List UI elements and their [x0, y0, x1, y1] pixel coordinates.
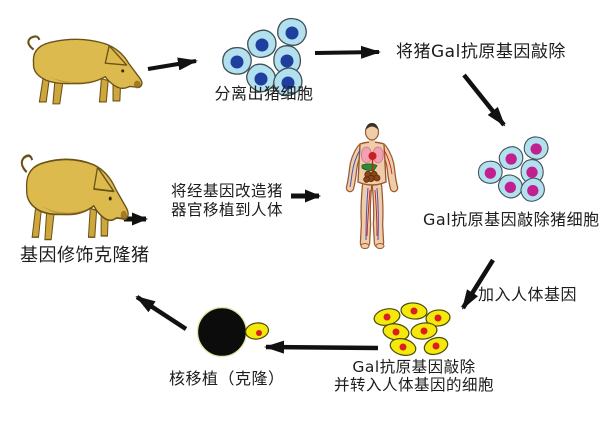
arrow-cells-to-egg: [264, 340, 379, 354]
donor-cell-icon: [244, 322, 270, 340]
label-gal-knockout-pig-cells: Gal抗原基因敲除猪细胞: [423, 210, 600, 229]
label-transplant-line2: 器官移植到人体: [170, 200, 283, 219]
transgenic-cells-icon: [373, 302, 451, 356]
label-add-human-gene: 加入人体基因: [478, 285, 578, 304]
arrow-egg-to-clone-pig: [135, 295, 188, 331]
label-isolated-pig-cells: 分离出猪细胞: [214, 84, 314, 103]
organs: [349, 146, 393, 241]
arrow-knockout-to-knockout-cells: [462, 73, 506, 127]
label-transgenic-cells-line1: Gal抗原基因敲除: [352, 358, 476, 376]
arrow-cells-to-knockout: [314, 45, 381, 59]
label-transplant-to-human: 将经基因改造猪 器官移植到人体: [170, 182, 284, 219]
enucleated-egg-icon: [196, 306, 270, 358]
arrow-pig-to-cells: [147, 57, 198, 71]
label-transplant-line1: 将经基因改造猪: [170, 182, 283, 200]
label-transgenic-cells-line2: 并转入人体基因的细胞: [333, 376, 494, 394]
gal-knockout-cells-icon: [472, 132, 552, 206]
pig-cell-nuclei: [230, 26, 299, 90]
source-pig-icon: [27, 35, 143, 105]
transgenic-cell-nuclei: [383, 307, 442, 351]
knockout-cell-nuclei: [484, 143, 542, 197]
label-nuclear-transfer: 核移植（克隆）: [169, 369, 285, 388]
label-transgenic-cells: Gal抗原基因敲除 并转入人体基因的细胞: [332, 358, 496, 394]
cloned-pig-icon: [20, 154, 130, 241]
pig-cells-icon: [215, 16, 311, 98]
label-gene-modified-clone-pig: 基因修饰克隆猪: [20, 245, 150, 266]
arrow-add-human-gene: [461, 258, 495, 310]
label-knockout-gal-gene: 将猪Gal抗原基因敲除: [396, 42, 566, 62]
human-body-icon: [345, 122, 399, 249]
